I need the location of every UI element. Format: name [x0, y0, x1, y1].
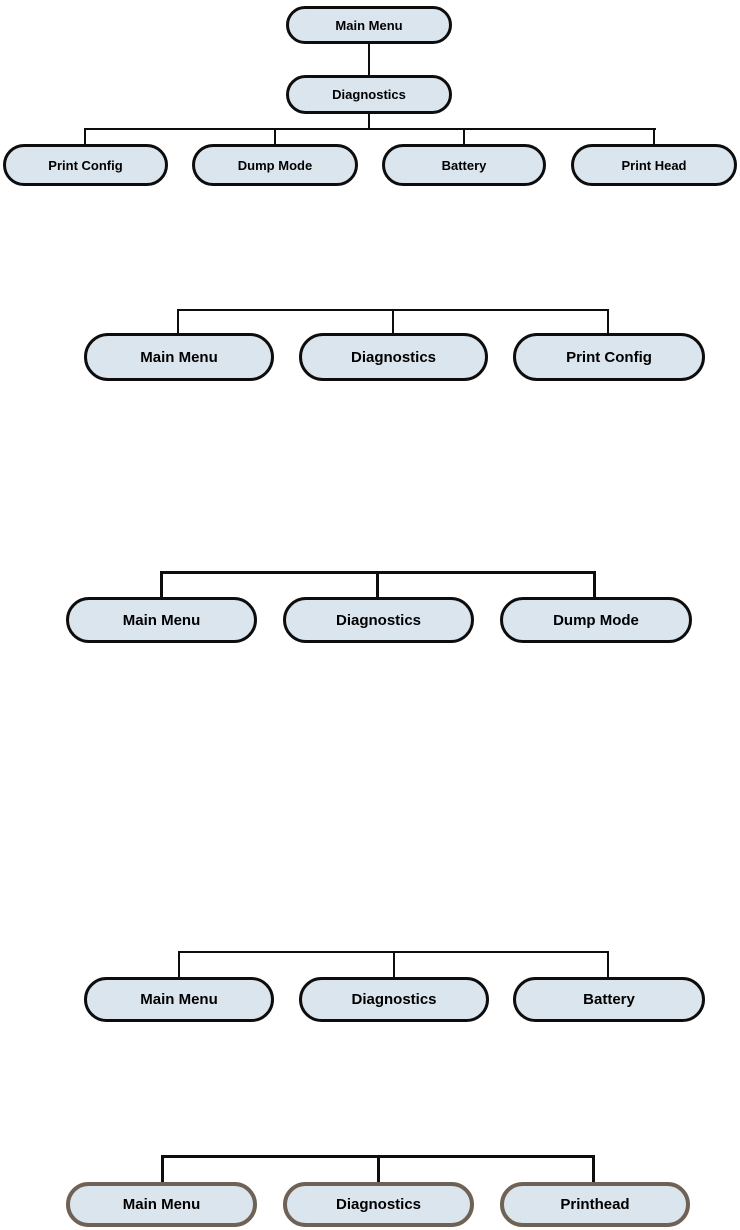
connector-line — [84, 128, 656, 130]
node-dump-mode: Dump Mode — [192, 144, 358, 186]
connector-line — [393, 953, 395, 977]
node-printhead: Printhead — [500, 1182, 690, 1227]
connector-line — [161, 1158, 164, 1182]
node-main-menu: Main Menu — [286, 6, 452, 44]
node-diagnostics: Diagnostics — [299, 977, 489, 1022]
connector-line — [177, 309, 609, 311]
connector-line — [368, 114, 370, 129]
node-main-menu: Main Menu — [84, 977, 274, 1022]
node-battery: Battery — [382, 144, 546, 186]
node-diagnostics: Diagnostics — [286, 75, 452, 114]
node-dump-mode: Dump Mode — [500, 597, 692, 643]
connector-line — [607, 311, 609, 333]
connector-line — [377, 1158, 380, 1182]
connector-line — [653, 129, 655, 144]
connector-line — [463, 129, 465, 144]
node-battery: Battery — [513, 977, 705, 1022]
connector-line — [392, 311, 394, 333]
connector-line — [84, 129, 86, 144]
connector-line — [161, 1155, 595, 1158]
connector-line — [178, 953, 180, 977]
connector-line — [177, 311, 179, 333]
node-print-head: Print Head — [571, 144, 737, 186]
node-main-menu: Main Menu — [66, 1182, 257, 1227]
node-main-menu: Main Menu — [66, 597, 257, 643]
node-diagnostics: Diagnostics — [283, 1182, 474, 1227]
node-print-config: Print Config — [513, 333, 705, 381]
connector-line — [607, 953, 609, 977]
node-main-menu: Main Menu — [84, 333, 274, 381]
connector-line — [160, 574, 163, 597]
node-diagnostics: Diagnostics — [299, 333, 488, 381]
connector-line — [368, 44, 370, 75]
node-print-config: Print Config — [3, 144, 168, 186]
connector-line — [592, 1158, 595, 1182]
connector-line — [274, 129, 276, 144]
connector-line — [160, 571, 596, 574]
connector-line — [376, 574, 379, 597]
connector-line — [178, 951, 609, 953]
connector-line — [593, 574, 596, 597]
node-diagnostics: Diagnostics — [283, 597, 474, 643]
